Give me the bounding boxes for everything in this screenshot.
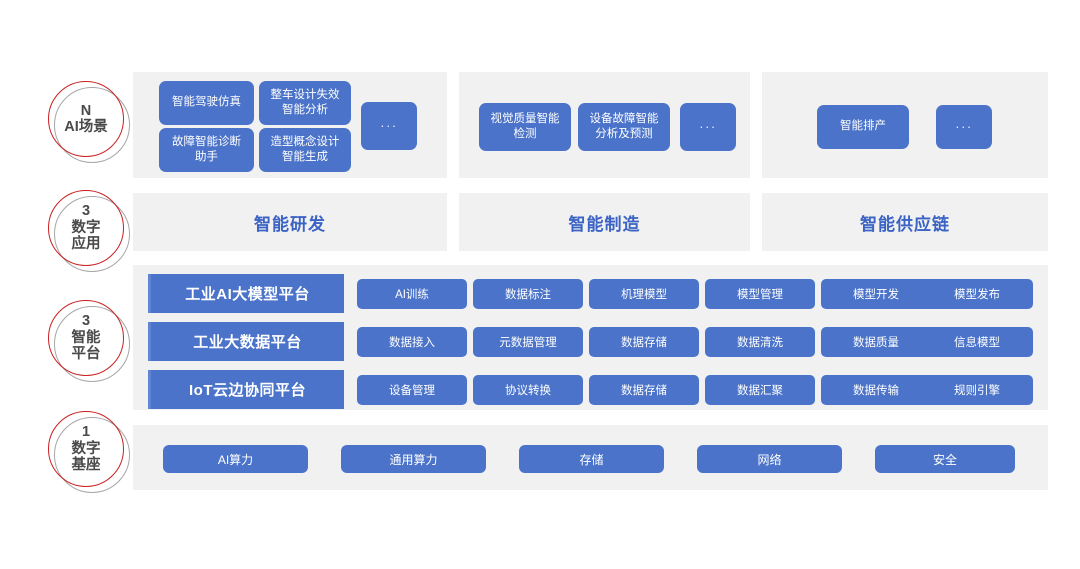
badge-content: N AI场景 xyxy=(48,81,124,157)
infra-chip-network[interactable]: 网络 xyxy=(697,445,842,473)
capability-cell[interactable]: 协议转换 xyxy=(473,375,583,405)
capability-cell[interactable]: 数据接入 xyxy=(357,327,467,357)
application-title-supply-chain: 智能供应链 xyxy=(860,214,950,234)
capability-cell[interactable]: 元数据管理 xyxy=(473,327,583,357)
infra-chip-security[interactable]: 安全 xyxy=(875,445,1015,473)
capability-cell[interactable]: 数据存储 xyxy=(589,327,699,357)
capability-cell[interactable]: 数据传输 xyxy=(821,375,931,405)
badge-label: 数字 基座 xyxy=(71,440,101,474)
badge-content: 3 智能 平台 xyxy=(48,300,124,376)
platform-bar-ai-model[interactable]: 工业AI大模型平台 xyxy=(148,274,344,313)
badge-inner-ring xyxy=(48,81,124,157)
badge-label: 数字 应用 xyxy=(71,219,101,253)
application-title-rd: 智能研发 xyxy=(254,214,326,234)
badge-label: 智能 平台 xyxy=(71,329,101,363)
capability-cell[interactable]: AI训练 xyxy=(357,279,467,309)
scene-more-chip[interactable]: ··· xyxy=(680,103,736,151)
scene-chip[interactable]: 智能排产 xyxy=(817,105,909,149)
application-panel-rd xyxy=(133,193,447,251)
platform-bar-big-data[interactable]: 工业大数据平台 xyxy=(148,322,344,361)
infra-chip-general-compute[interactable]: 通用算力 xyxy=(341,445,486,473)
capability-cell[interactable]: 规则引擎 xyxy=(921,375,1033,405)
badge-intelligent-platform: 3 智能 平台 xyxy=(48,300,132,384)
scene-more-chip[interactable]: ··· xyxy=(936,105,992,149)
application-title-manufacturing: 智能制造 xyxy=(568,214,641,234)
badge-inner-ring xyxy=(48,190,124,266)
badge-number: 3 xyxy=(81,312,91,329)
application-panel-supply-chain xyxy=(762,193,1048,251)
capability-cell[interactable]: 数据存储 xyxy=(589,375,699,405)
capability-cell[interactable]: 模型管理 xyxy=(705,279,815,309)
capability-cell[interactable]: 设备管理 xyxy=(357,375,467,405)
infra-chip-storage[interactable]: 存储 xyxy=(519,445,664,473)
capability-cell[interactable]: 数据清洗 xyxy=(705,327,815,357)
scene-chip[interactable]: 智能驾驶仿真 xyxy=(159,81,254,125)
badge-content: 3 数字 应用 xyxy=(48,190,124,266)
badge-digital-foundation: 1 数字 基座 xyxy=(48,411,132,495)
badge-number: N xyxy=(80,102,92,119)
application-panel-manufacturing xyxy=(459,193,750,251)
badge-inner-ring xyxy=(48,300,124,376)
scene-chip[interactable]: 视觉质量智能 检测 xyxy=(479,103,571,151)
badge-content: 1 数字 基座 xyxy=(48,411,124,487)
badge-number: 3 xyxy=(81,202,91,219)
capability-cell[interactable]: 机理模型 xyxy=(589,279,699,309)
badge-number: 1 xyxy=(81,423,91,440)
badge-ai-scenario: N AI场景 xyxy=(48,81,132,165)
platform-bar-iot[interactable]: IoT云边协同平台 xyxy=(148,370,344,409)
badge-label: AI场景 xyxy=(64,119,108,135)
scene-chip[interactable]: 整车设计失效 智能分析 xyxy=(259,81,351,125)
scene-chip[interactable]: 设备故障智能 分析及预测 xyxy=(578,103,670,151)
capability-cell[interactable]: 数据标注 xyxy=(473,279,583,309)
scene-chip[interactable]: 故障智能诊断 助手 xyxy=(159,128,254,172)
badge-digital-application: 3 数字 应用 xyxy=(48,190,132,274)
scene-more-chip[interactable]: ··· xyxy=(361,102,417,150)
capability-cell[interactable]: 模型发布 xyxy=(921,279,1033,309)
capability-cell[interactable]: 数据质量 xyxy=(821,327,931,357)
capability-cell[interactable]: 模型开发 xyxy=(821,279,931,309)
badge-inner-ring xyxy=(48,411,124,487)
scene-chip[interactable]: 造型概念设计 智能生成 xyxy=(259,128,351,172)
capability-cell[interactable]: 信息模型 xyxy=(921,327,1033,357)
capability-cell[interactable]: 数据汇聚 xyxy=(705,375,815,405)
infra-chip-ai-compute[interactable]: AI算力 xyxy=(163,445,308,473)
